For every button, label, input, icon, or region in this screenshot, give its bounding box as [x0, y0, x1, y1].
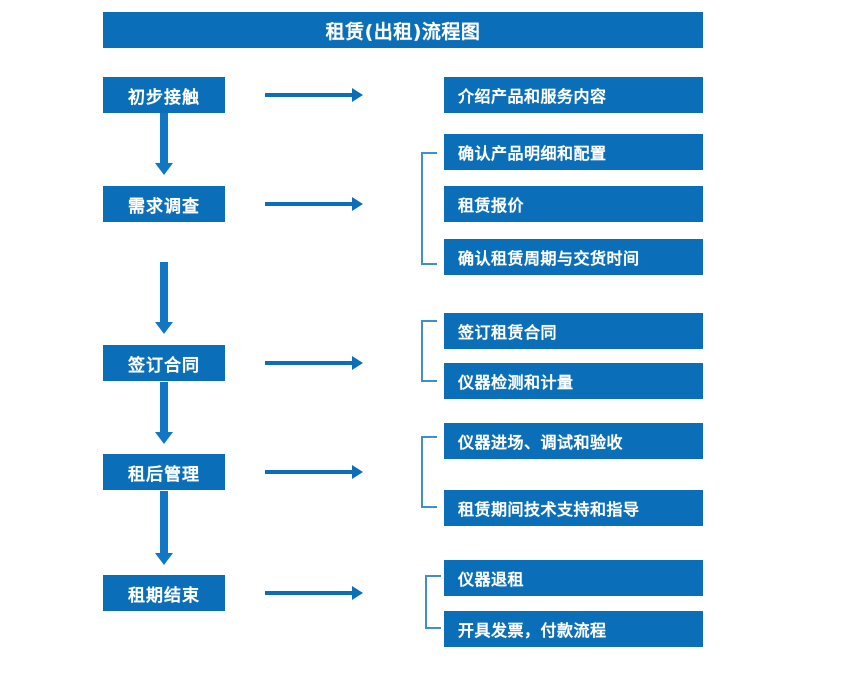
stage-node-1[interactable]: 初步接触: [103, 77, 225, 113]
stage-node-4[interactable]: 租后管理: [103, 454, 225, 490]
group-bracket-icon-3: [421, 436, 437, 508]
arrow-shaft: [265, 93, 353, 97]
group-bracket-icon-1: [421, 152, 437, 265]
arrow-head: [155, 553, 173, 565]
arrow-right-icon-2: [265, 197, 363, 211]
group-bracket-icon-2: [421, 320, 437, 382]
arrow-right-icon-4: [265, 465, 363, 479]
arrow-head: [352, 88, 363, 102]
detail-node-4[interactable]: 确认租赁周期与交货时间: [444, 239, 703, 275]
arrow-down-icon-2: [155, 262, 173, 334]
arrow-head: [352, 586, 363, 600]
arrow-shaft: [160, 262, 168, 322]
arrow-right-icon-1: [265, 88, 363, 102]
stage-node-2[interactable]: 需求调查: [103, 186, 225, 222]
stage-node-3[interactable]: 签订合同: [103, 345, 225, 381]
detail-node-1[interactable]: 介绍产品和服务内容: [444, 77, 703, 113]
arrow-shaft: [160, 113, 168, 163]
detail-node-5[interactable]: 签订租赁合同: [444, 313, 703, 349]
stage-node-5[interactable]: 租期结束: [103, 575, 225, 611]
arrow-right-icon-3: [265, 356, 363, 370]
arrow-shaft: [265, 591, 353, 595]
arrow-head: [155, 432, 173, 444]
arrow-shaft: [265, 470, 353, 474]
arrow-shaft: [160, 382, 168, 432]
arrow-down-icon-1: [155, 113, 173, 175]
arrow-down-icon-4: [155, 491, 173, 565]
arrow-head: [155, 322, 173, 334]
arrow-right-icon-5: [265, 586, 363, 600]
arrow-down-icon-3: [155, 382, 173, 444]
detail-node-6[interactable]: 仪器检测和计量: [444, 363, 703, 399]
detail-node-3[interactable]: 租赁报价: [444, 186, 703, 222]
arrow-shaft: [265, 202, 353, 206]
arrow-head: [155, 163, 173, 175]
detail-node-9[interactable]: 仪器退租: [444, 560, 703, 596]
arrow-head: [352, 356, 363, 370]
arrow-shaft: [265, 361, 353, 365]
page-title: 租赁(出租)流程图: [103, 12, 703, 48]
detail-node-10[interactable]: 开具发票，付款流程: [444, 611, 703, 647]
arrow-shaft: [160, 491, 168, 553]
arrow-head: [352, 465, 363, 479]
group-bracket-icon-4: [425, 575, 441, 629]
detail-node-7[interactable]: 仪器进场、调试和验收: [444, 423, 703, 459]
detail-node-2[interactable]: 确认产品明细和配置: [444, 134, 703, 170]
arrow-head: [352, 197, 363, 211]
detail-node-8[interactable]: 租赁期间技术支持和指导: [444, 490, 703, 526]
